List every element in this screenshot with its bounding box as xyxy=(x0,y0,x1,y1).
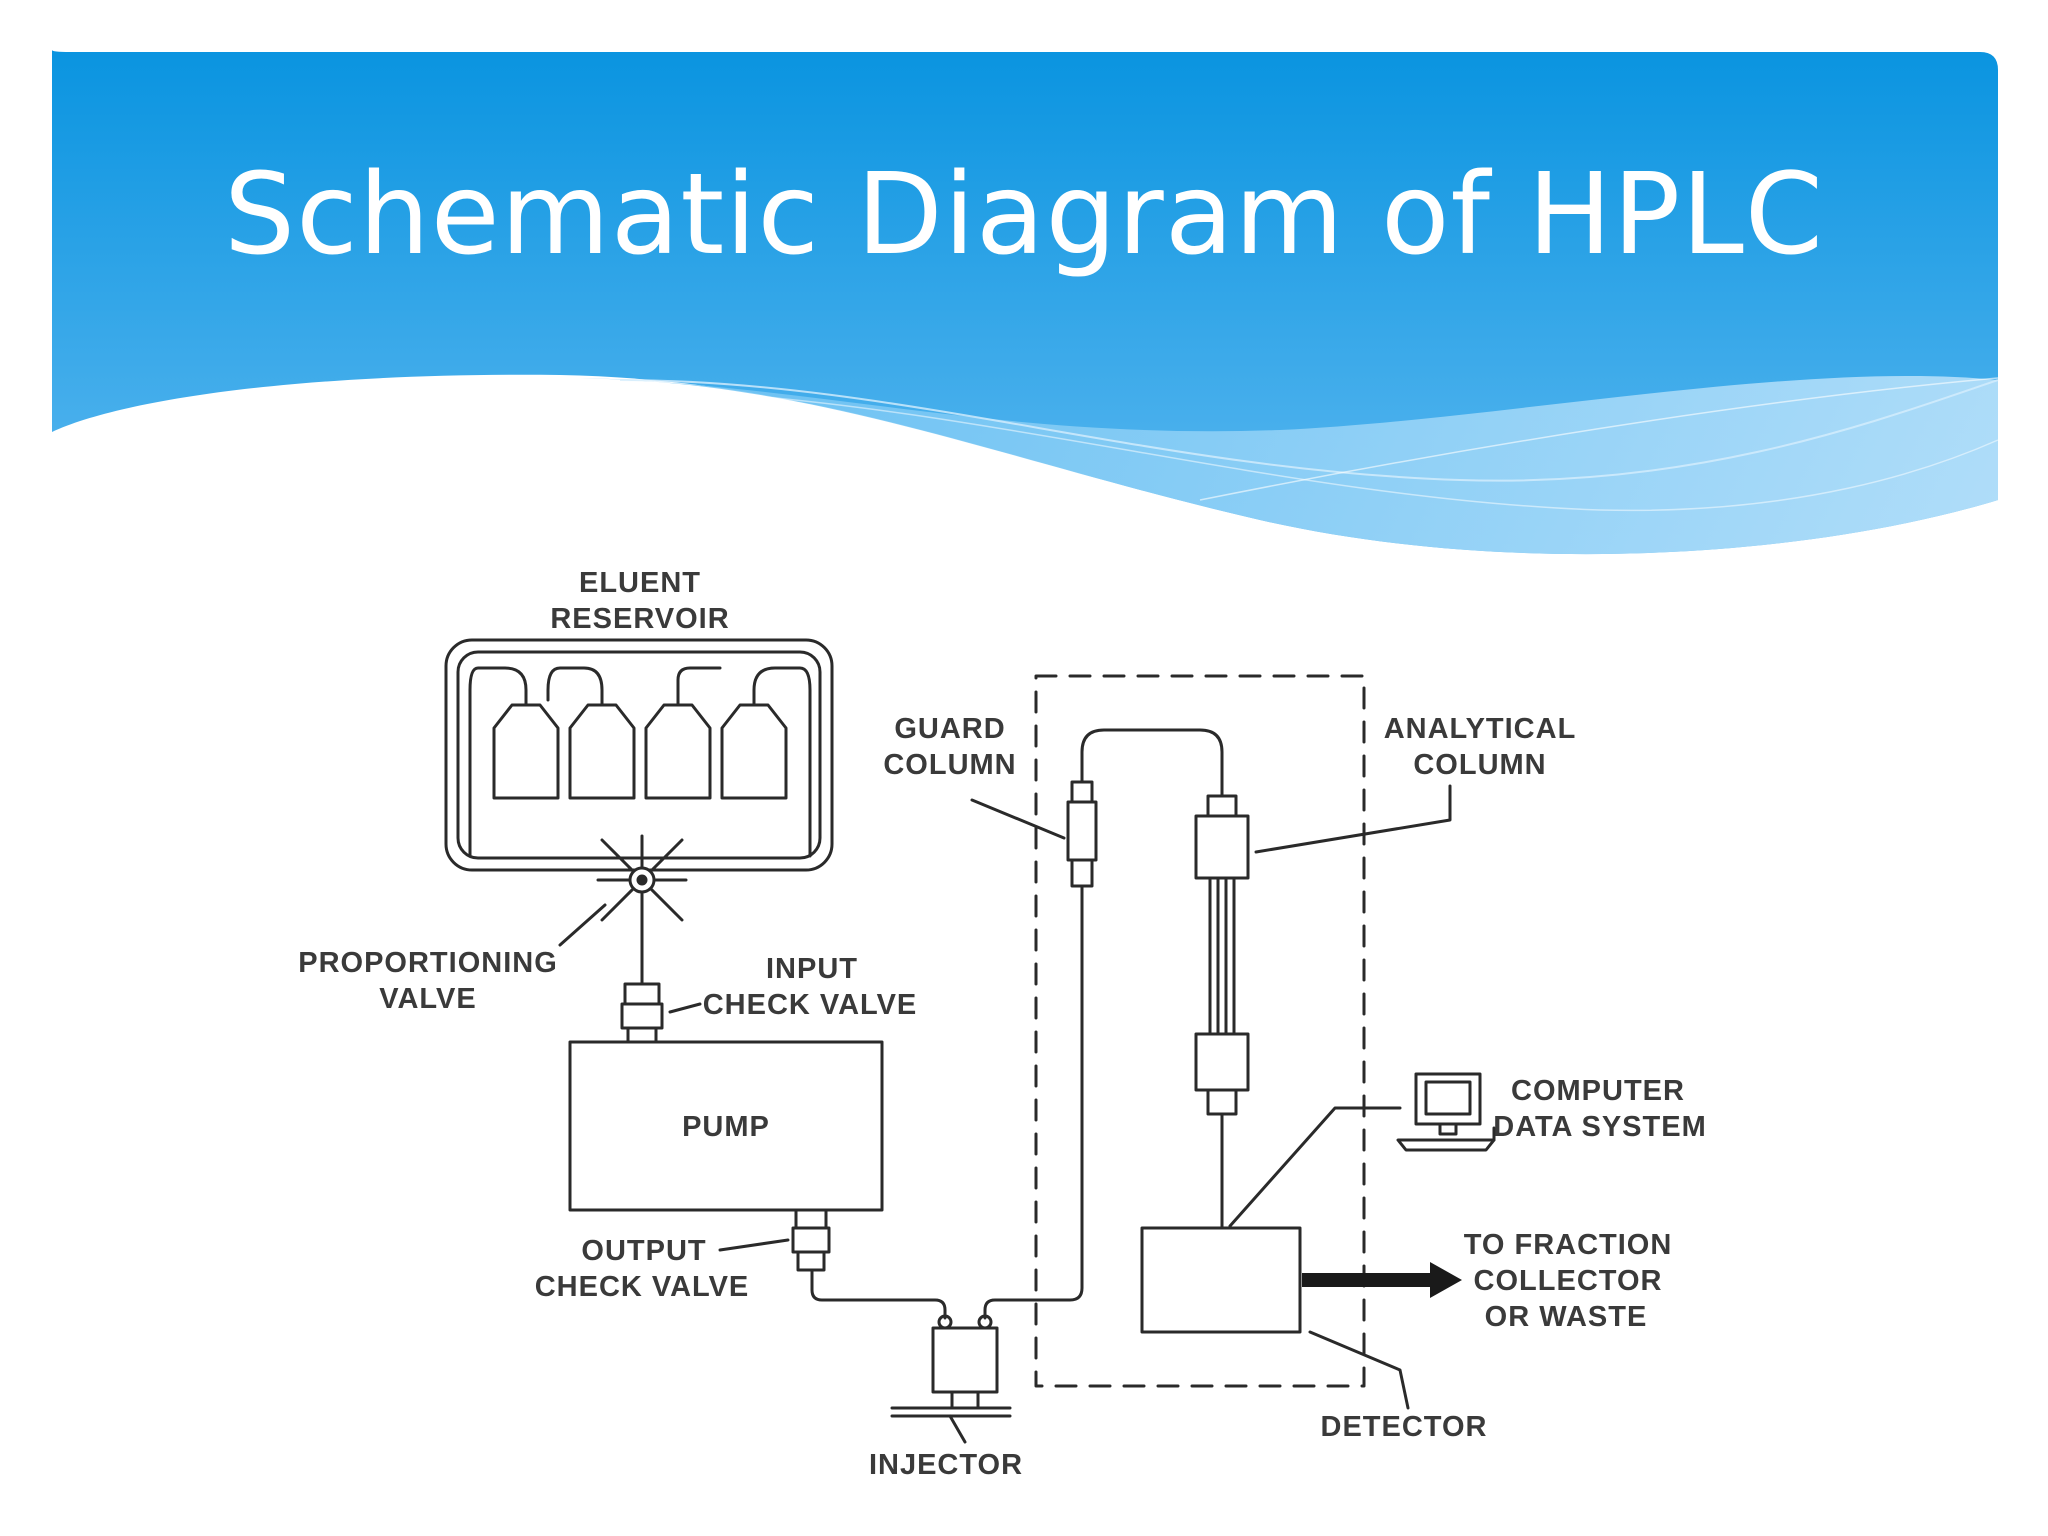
label-or-waste: OR WASTE xyxy=(1485,1301,1648,1333)
label-to-fraction: TO FRACTION xyxy=(1464,1229,1673,1261)
label-pump: PUMP xyxy=(682,1111,770,1143)
label-analytical: ANALYTICAL xyxy=(1384,713,1577,745)
label-guard: GUARD xyxy=(894,713,1005,745)
header-wave-line-1 xyxy=(619,379,1999,482)
label-input-check-valve: CHECK VALVE xyxy=(703,989,918,1021)
slide-title: Schematic Diagram of HPLC xyxy=(224,150,1824,280)
label-analytical-column: COLUMN xyxy=(1413,749,1546,781)
bottle-2 xyxy=(568,703,636,800)
proportioning-valve xyxy=(558,834,688,947)
analytical-column xyxy=(1194,784,1452,1116)
computer-icon xyxy=(1396,1072,1496,1152)
column-oven-enclosure xyxy=(1034,674,1366,1388)
label-computer: COMPUTER xyxy=(1511,1075,1685,1107)
bottle-4 xyxy=(720,703,788,800)
label-guard-column: COLUMN xyxy=(883,749,1016,781)
header-wave-line-3 xyxy=(1199,377,1999,501)
guard-column xyxy=(970,780,1098,888)
label-reservoir: RESERVOIR xyxy=(550,603,729,635)
label-output: OUTPUT xyxy=(581,1235,706,1267)
label-proportioning: PROPORTIONING xyxy=(298,947,558,979)
bottle-1 xyxy=(492,703,560,800)
label-collector: COLLECTOR xyxy=(1474,1265,1663,1297)
label-detector: DETECTOR xyxy=(1321,1411,1488,1443)
detector xyxy=(1140,1226,1302,1334)
label-input: INPUT xyxy=(766,953,858,985)
header-wave-light xyxy=(580,375,1998,555)
eluent-reservoir xyxy=(444,638,834,872)
output-check-valve xyxy=(718,1208,831,1272)
header-banner xyxy=(52,50,1999,555)
input-check-valve xyxy=(620,982,702,1044)
bottle-3 xyxy=(644,703,712,800)
output-arrow xyxy=(1302,1262,1462,1298)
label-injector: INJECTOR xyxy=(869,1449,1023,1481)
pump xyxy=(568,1040,884,1212)
label-data-system: DATA SYSTEM xyxy=(1493,1111,1706,1143)
label-output-check-valve: CHECK VALVE xyxy=(535,1271,750,1303)
header-wave-line-2 xyxy=(699,391,1999,512)
injector xyxy=(890,1314,1012,1444)
label-eluent: ELUENT xyxy=(579,567,701,599)
label-proportioning-valve: VALVE xyxy=(379,983,476,1015)
